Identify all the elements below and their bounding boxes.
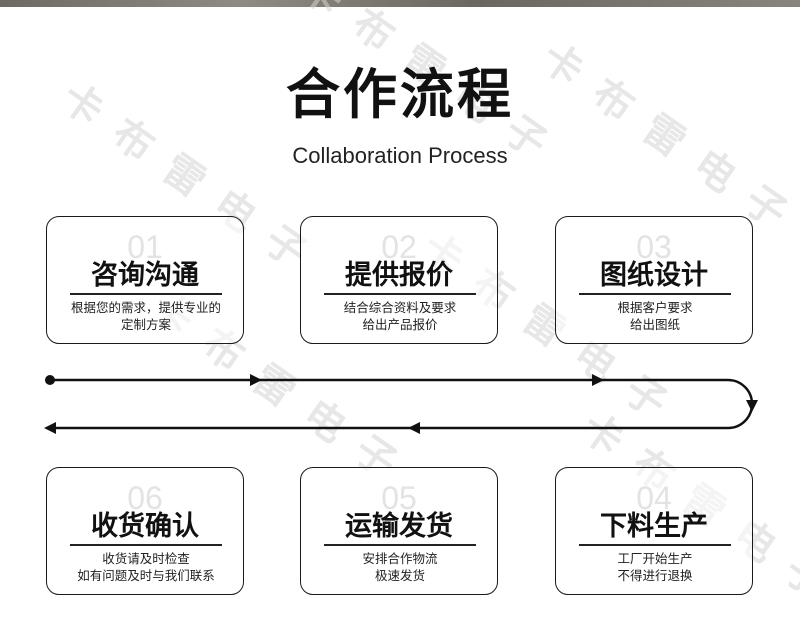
step-card-consult: 01 咨询沟通 根据您的需求，提供专业的 定制方案 <box>46 216 244 344</box>
step-number: 05 <box>381 480 417 516</box>
step-number: 06 <box>127 480 163 516</box>
step-title: 提供报价 <box>345 260 453 291</box>
step-title: 咨询沟通 <box>91 260 199 291</box>
step-card-production: 04 下料生产 工厂开始生产 不得进行退换 <box>555 467 753 595</box>
step-description-line: 不得进行退换 <box>617 568 693 583</box>
step-description: 工厂开始生产 不得进行退换 <box>562 550 748 584</box>
page-subtitle: Collaboration Process <box>292 143 508 168</box>
step-description-line: 安排合作物流 <box>362 551 438 566</box>
step-title: 收货确认 <box>91 511 199 542</box>
step-description-line: 给出产品报价 <box>362 317 438 332</box>
step-number: 03 <box>636 229 672 265</box>
top-decorative-bar <box>0 0 800 7</box>
flow-arrow-left-1 <box>408 422 420 434</box>
step-description-line: 工厂开始生产 <box>617 551 693 566</box>
step-description-line: 给出图纸 <box>629 317 680 332</box>
step-number: 02 <box>381 229 417 265</box>
flow-arrow-right-1 <box>250 374 262 386</box>
step-description-line: 如有问题及时与我们联系 <box>77 568 215 583</box>
step-divider <box>324 293 476 295</box>
step-description-line: 收货请及时检查 <box>102 551 190 566</box>
flow-connector <box>44 374 758 434</box>
step-description: 根据您的需求，提供专业的 定制方案 <box>53 299 239 333</box>
flow-arrow-right-2 <box>592 374 604 386</box>
step-description: 根据客户要求 给出图纸 <box>562 299 748 333</box>
step-description-line: 极速发货 <box>374 568 425 583</box>
step-divider <box>579 544 731 546</box>
step-divider <box>70 293 222 295</box>
step-title: 图纸设计 <box>600 260 708 291</box>
step-divider <box>324 544 476 546</box>
step-description-line: 结合综合资料及要求 <box>343 300 457 315</box>
step-card-receipt: 06 收货确认 收货请及时检查 如有问题及时与我们联系 <box>46 467 244 595</box>
step-number: 01 <box>127 229 163 265</box>
flow-arrow-left-2 <box>44 422 56 434</box>
step-card-design: 03 图纸设计 根据客户要求 给出图纸 <box>555 216 753 344</box>
step-card-quote: 02 提供报价 结合综合资料及要求 给出产品报价 <box>300 216 498 344</box>
page-title: 合作流程 <box>286 63 514 126</box>
flow-arrow-down <box>746 400 758 412</box>
step-title: 运输发货 <box>345 511 453 542</box>
step-description: 收货请及时检查 如有问题及时与我们联系 <box>53 550 239 584</box>
step-divider <box>70 544 222 546</box>
step-title: 下料生产 <box>600 511 708 542</box>
flow-line-top <box>50 378 754 430</box>
step-description: 安排合作物流 极速发货 <box>307 550 493 584</box>
step-description-line: 定制方案 <box>120 317 171 332</box>
step-number: 04 <box>636 480 672 516</box>
step-description: 结合综合资料及要求 给出产品报价 <box>307 299 493 333</box>
step-description-line: 根据您的需求，提供专业的 <box>70 300 221 315</box>
step-card-shipping: 05 运输发货 安排合作物流 极速发货 <box>300 467 498 595</box>
step-divider <box>579 293 731 295</box>
step-description-line: 根据客户要求 <box>617 300 693 315</box>
